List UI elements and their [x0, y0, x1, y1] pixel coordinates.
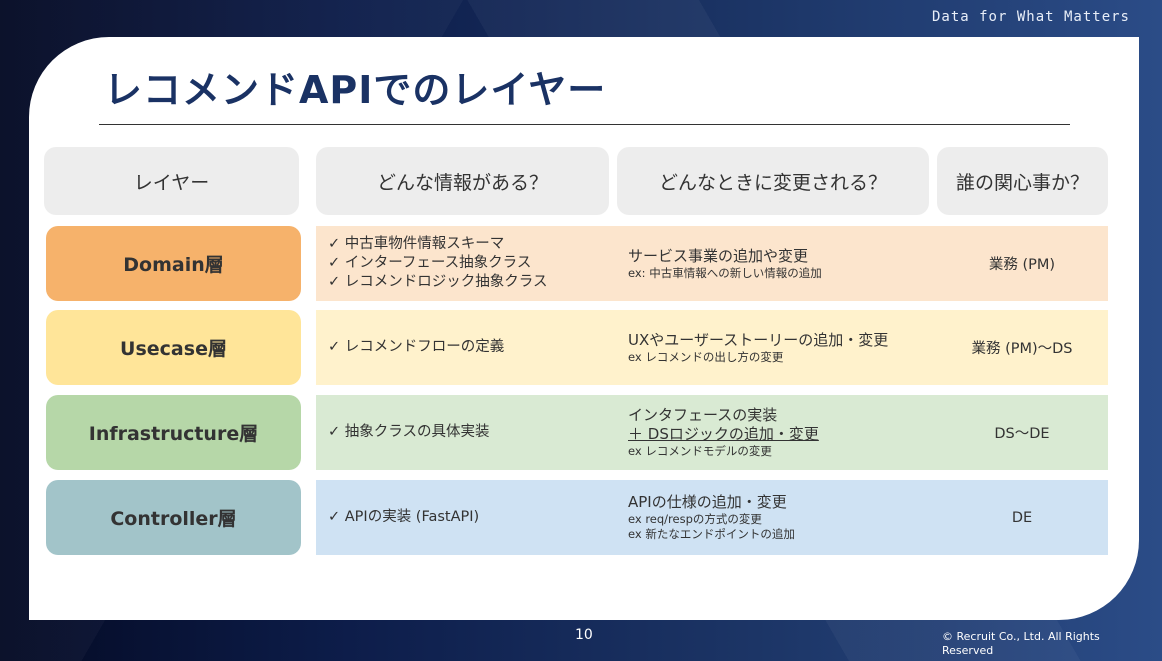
brand-tagline: Data for What Matters: [931, 9, 1130, 25]
info-cell-infrastructure: ✓ 抽象クラスの具体実装: [316, 395, 616, 470]
slide-canvas: レコメンドAPIでのレイヤー レイヤー どんな情報がある？ どんなときに変更され…: [29, 37, 1139, 620]
change-cell-domain: サービス事業の追加や変更 ex: 中古車情報への新しい情報の追加: [616, 226, 936, 301]
column-header-change: どんなときに変更される？: [617, 147, 929, 215]
change-example: ex レコメンドの出し方の変更: [628, 349, 784, 364]
change-main: UXやユーザーストーリーの追加・変更: [628, 330, 889, 349]
who-cell-usecase: 業務 (PM)〜DS: [936, 310, 1108, 385]
change-cell-infrastructure: インタフェースの実装 ＋ DSロジックの追加・変更 ex レコメンドモデルの変更: [616, 395, 936, 470]
info-item: ✓ インターフェース抽象クラス: [328, 255, 532, 271]
change-cell-usecase: UXやユーザーストーリーの追加・変更 ex レコメンドの出し方の変更: [616, 310, 936, 385]
layer-domain: Domain層: [46, 226, 301, 301]
change-example: ex レコメンドモデルの変更: [628, 444, 772, 458]
page-number: 10: [575, 627, 593, 643]
info-item: ✓ レコメンドフローの定義: [328, 339, 505, 355]
who-text: DE: [1011, 509, 1033, 526]
column-header-layer: レイヤー: [44, 147, 299, 215]
slide-title: レコメンドAPIでのレイヤー: [104, 68, 607, 112]
who-text: 業務 (PM)〜DS: [971, 341, 1073, 357]
change-main: APIの仕様の追加・変更: [628, 493, 787, 511]
change-main: インタフェースの実装: [628, 406, 778, 424]
change-example: ex 新たなエンドポイントの追加: [628, 527, 795, 541]
change-main-underlined: ＋ DSロジックの追加・変更: [628, 425, 819, 443]
info-cell-controller: ✓ APIの実装 (FastAPI): [316, 480, 616, 555]
info-item: ✓ APIの実装 (FastAPI): [328, 509, 480, 525]
title-divider: [99, 124, 1070, 125]
change-cell-controller: APIの仕様の追加・変更 ex req/respの方式の変更 ex 新たなエンド…: [616, 480, 936, 555]
info-cell-domain: ✓ 中古車物件情報スキーマ ✓ インターフェース抽象クラス ✓ レコメンドロジッ…: [316, 226, 616, 301]
info-cell-usecase: ✓ レコメンドフローの定義: [316, 310, 616, 385]
info-item: ✓ 抽象クラスの具体実装: [328, 424, 490, 440]
info-item: ✓ 中古車物件情報スキーマ: [328, 236, 505, 252]
who-text: DS〜DE: [994, 426, 1050, 442]
change-example: ex: 中古車情報への新しい情報の追加: [628, 265, 822, 280]
who-cell-controller: DE: [936, 480, 1108, 555]
layer-controller: Controller層: [46, 480, 301, 555]
layer-infrastructure: Infrastructure層: [46, 395, 301, 470]
change-main: サービス事業の追加や変更: [628, 246, 809, 265]
copyright-notice: © Recruit Co., Ltd. All Rights Reserved: [942, 630, 1100, 657]
column-header-who: 誰の関心事か？: [937, 147, 1108, 215]
who-cell-infrastructure: DS〜DE: [936, 395, 1108, 470]
change-example: ex req/respの方式の変更: [628, 512, 762, 526]
who-cell-domain: 業務 (PM): [936, 226, 1108, 301]
column-header-info: どんな情報がある？: [316, 147, 609, 215]
who-text: 業務 (PM): [988, 257, 1056, 273]
info-item: ✓ レコメンドロジック抽象クラス: [328, 274, 548, 290]
layer-usecase: Usecase層: [46, 310, 301, 385]
